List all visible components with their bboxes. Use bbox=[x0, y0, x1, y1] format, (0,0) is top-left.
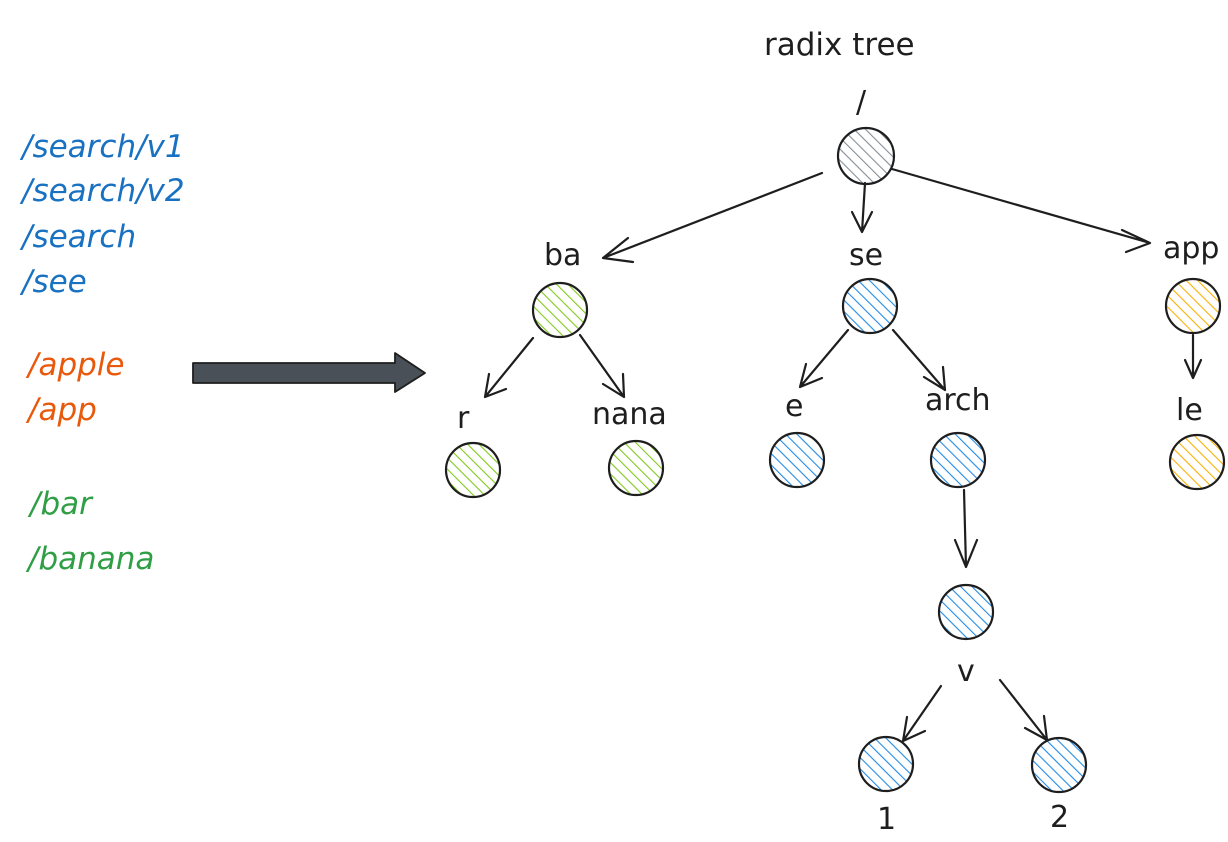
node-nana bbox=[607, 439, 665, 497]
label-root: / bbox=[856, 85, 867, 120]
label-se: se bbox=[849, 238, 883, 273]
edge-ba-r bbox=[483, 336, 535, 399]
tree-nodes bbox=[444, 126, 1226, 794]
label-v: v bbox=[957, 654, 975, 689]
edge-v-1 bbox=[901, 684, 943, 743]
edge-v-2 bbox=[998, 678, 1049, 742]
label-2: 2 bbox=[1050, 800, 1069, 835]
node-e bbox=[768, 431, 826, 489]
route-banana: /banana bbox=[25, 541, 154, 577]
diagram-title: radix tree bbox=[764, 27, 915, 63]
route-search-v1: /search/v1 bbox=[19, 129, 185, 165]
label-ba: ba bbox=[544, 238, 581, 273]
route-list-blue: /search/v1 /search/v2 /search /see bbox=[19, 129, 185, 300]
node-se bbox=[841, 277, 899, 335]
edge-se-arch bbox=[891, 328, 947, 392]
route-list-green: /bar /banana bbox=[25, 486, 154, 577]
edge-root-app bbox=[890, 167, 1152, 254]
node-1 bbox=[857, 735, 915, 793]
edge-se-e bbox=[798, 328, 850, 389]
tree-edges bbox=[483, 167, 1203, 743]
route-app: /app bbox=[25, 392, 97, 428]
route-apple: /apple bbox=[25, 347, 124, 383]
edge-root-se bbox=[850, 181, 874, 234]
label-le: le bbox=[1176, 393, 1203, 428]
route-bar: /bar bbox=[27, 486, 94, 522]
edge-root-ba bbox=[601, 171, 824, 264]
transform-arrow-icon bbox=[192, 352, 426, 393]
tree-labels: / ba se app r nana e arch le v 1 2 bbox=[457, 85, 1219, 837]
node-ba bbox=[531, 281, 589, 339]
label-e: e bbox=[785, 389, 803, 424]
route-search-v2: /search/v2 bbox=[19, 173, 185, 209]
edge-arch-v bbox=[953, 488, 979, 569]
edge-app-le bbox=[1183, 333, 1203, 380]
node-2 bbox=[1030, 736, 1088, 794]
label-app: app bbox=[1163, 231, 1219, 266]
node-r bbox=[444, 441, 502, 499]
edge-ba-nana bbox=[578, 333, 626, 399]
label-arch: arch bbox=[925, 383, 991, 418]
node-le bbox=[1168, 433, 1226, 491]
node-app bbox=[1164, 277, 1222, 335]
node-v bbox=[937, 583, 995, 641]
label-nana: nana bbox=[592, 397, 667, 432]
node-arch bbox=[929, 431, 987, 489]
label-1: 1 bbox=[877, 802, 896, 837]
route-search: /search bbox=[19, 219, 136, 255]
route-list-orange: /apple /app bbox=[25, 347, 124, 428]
route-see: /see bbox=[19, 264, 87, 300]
node-root bbox=[836, 126, 896, 186]
label-r: r bbox=[457, 401, 470, 436]
